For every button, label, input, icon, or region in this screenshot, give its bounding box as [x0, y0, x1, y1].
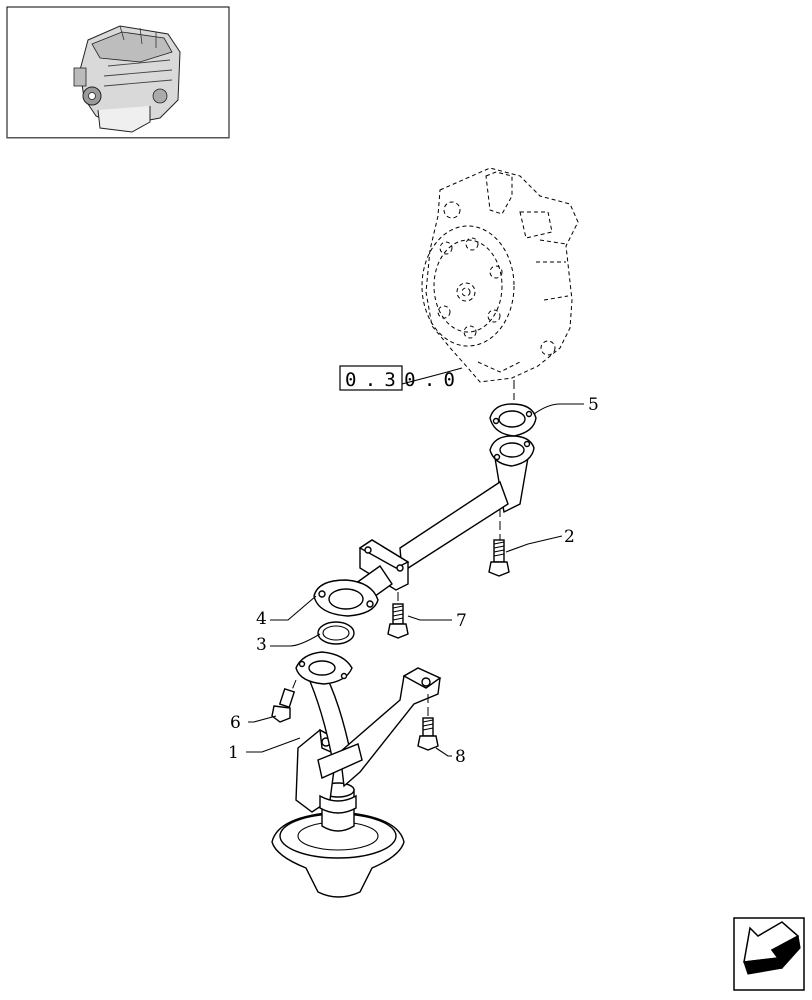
engine-thumbnail-icon	[73, 25, 181, 133]
next-page-arrow-icon	[743, 921, 801, 975]
part-4-flange	[313, 579, 379, 617]
callout-7: 7	[456, 611, 467, 631]
part-3-o-ring	[317, 621, 355, 645]
suction-pipe	[313, 435, 535, 617]
engine-thumbnail[interactable]	[6, 6, 230, 139]
part-5-gasket	[489, 403, 537, 437]
callout-6: 6	[230, 713, 241, 733]
next-page-button[interactable]	[733, 917, 805, 991]
callout-8: 8	[455, 747, 466, 767]
oil-pump-phantom	[421, 167, 579, 383]
callout-1: 1	[228, 743, 239, 763]
reference-box[interactable]: 0 . 3 0 . 0	[339, 365, 463, 391]
callout-3: 3	[256, 635, 267, 655]
leader-lines	[246, 403, 584, 757]
part-6-bolt	[271, 679, 297, 723]
part-8-bolt	[417, 694, 439, 751]
callout-4: 4	[256, 609, 267, 629]
part-2-bolt	[488, 539, 510, 577]
callout-2: 2	[564, 527, 575, 547]
part-1-strainer	[271, 651, 442, 898]
callout-5: 5	[588, 395, 599, 415]
part-7-bolt	[387, 592, 409, 639]
reference-label: 0 . 3 0 . 0	[345, 369, 455, 391]
